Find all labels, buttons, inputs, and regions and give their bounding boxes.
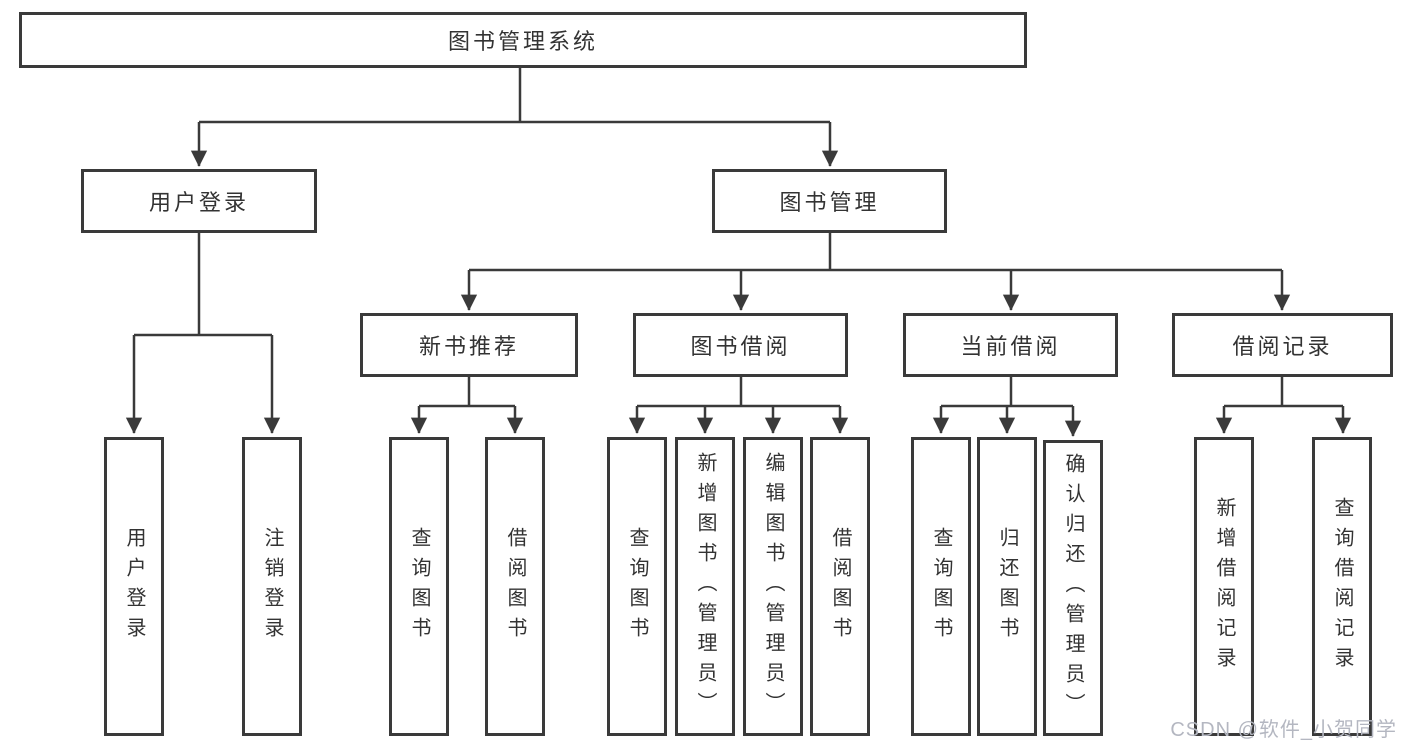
node-label: 用户登录 xyxy=(148,190,249,215)
leaf-label: 查询图书 xyxy=(930,526,952,647)
node-user-login: 用户登录 xyxy=(81,169,317,233)
node-label: 当前借阅 xyxy=(960,334,1061,359)
node-label: 新书推荐 xyxy=(418,334,519,359)
leaf-label: 归还图书 xyxy=(996,526,1018,647)
leaf-label: 用户登录 xyxy=(123,526,145,647)
node-borrow-records: 借阅记录 xyxy=(1172,313,1393,377)
leaf-borrow-books-borrowing: 借阅图书 xyxy=(810,437,870,736)
wire-root-to-level2 xyxy=(190,68,839,167)
leaf-label: 新增图书（管理员） xyxy=(694,451,716,722)
leaf-query-borrow-record: 查询借阅记录 xyxy=(1312,437,1372,736)
leaf-add-borrow-record: 新增借阅记录 xyxy=(1194,437,1254,736)
leaf-label: 注销登录 xyxy=(261,526,283,647)
leaf-label: 借阅图书 xyxy=(504,526,526,647)
leaf-label: 借阅图书 xyxy=(829,526,851,647)
node-label: 图书借阅 xyxy=(690,334,791,359)
wire-new-book-recommend-to-leaves xyxy=(410,377,524,434)
leaf-label: 编辑图书（管理员） xyxy=(762,451,784,722)
node-new-book-recommend: 新书推荐 xyxy=(360,313,578,377)
leaf-logout: 注销登录 xyxy=(242,437,302,736)
node-book-borrowing: 图书借阅 xyxy=(633,313,848,377)
watermark: CSDN @软件_小贺同学 xyxy=(1170,719,1397,741)
leaf-confirm-return-admin: 确认归还（管理员） xyxy=(1043,440,1103,736)
wire-book-management-to-level3 xyxy=(460,233,1291,311)
wire-book-borrowing-to-leaves xyxy=(628,377,849,434)
node-root-system: 图书管理系统 xyxy=(19,12,1027,68)
leaf-query-books-recommend: 查询图书 xyxy=(389,437,449,736)
leaf-edit-book-admin: 编辑图书（管理员） xyxy=(743,437,803,736)
leaf-borrow-books-recommend: 借阅图书 xyxy=(485,437,545,736)
leaf-label: 查询借阅记录 xyxy=(1331,496,1353,677)
leaf-query-books-current: 查询图书 xyxy=(911,437,971,736)
wire-current-borrowing-to-leaves xyxy=(932,377,1082,437)
leaf-return-books: 归还图书 xyxy=(977,437,1037,736)
leaf-label: 新增借阅记录 xyxy=(1213,496,1235,677)
node-book-management: 图书管理 xyxy=(712,169,947,233)
leaf-label: 确认归还（管理员） xyxy=(1062,453,1084,723)
leaf-query-books-borrowing: 查询图书 xyxy=(607,437,667,736)
node-label: 借阅记录 xyxy=(1232,334,1333,359)
leaf-add-book-admin: 新增图书（管理员） xyxy=(675,437,735,736)
wire-borrow-records-to-leaves xyxy=(1215,377,1352,434)
node-label: 图书管理系统 xyxy=(447,29,598,54)
leaf-label: 查询图书 xyxy=(626,526,648,647)
leaf-user-login: 用户登录 xyxy=(104,437,164,736)
leaf-label: 查询图书 xyxy=(408,526,430,647)
wire-user-login-to-leaves xyxy=(125,233,281,434)
node-current-borrowing: 当前借阅 xyxy=(903,313,1118,377)
node-label: 图书管理 xyxy=(779,190,880,215)
